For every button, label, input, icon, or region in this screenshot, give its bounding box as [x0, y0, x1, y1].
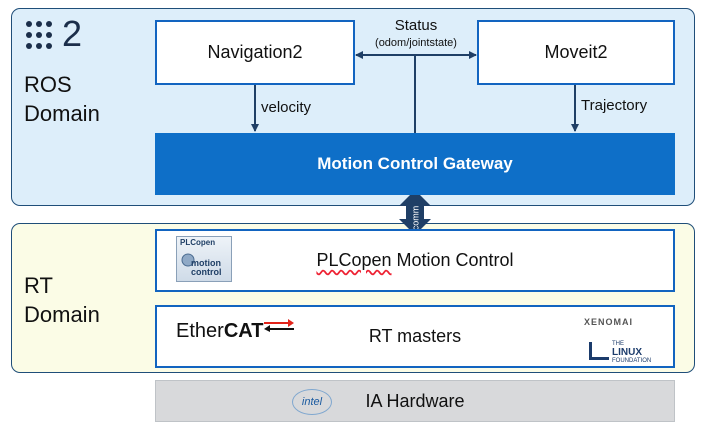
- rt-domain-label-line1: RT: [24, 273, 53, 298]
- xenomai-logo: XENOMAI: [584, 317, 634, 327]
- linux-foundation-name: LINUX: [612, 347, 642, 358]
- plcopen-node: PLCopen Motion Control: [155, 229, 675, 292]
- trajectory-label: Trajectory: [581, 97, 648, 114]
- navigation2-node: Navigation2: [155, 20, 355, 85]
- linux-foundation-word: FOUNDATION: [612, 358, 652, 364]
- rt-domain-label-line2: Domain: [24, 302, 100, 327]
- rt-domain-label: RT Domain: [24, 271, 100, 329]
- plcopen-label: PLCopen Motion Control: [316, 250, 514, 270]
- ros-domain-label-line1: ROS: [24, 72, 72, 97]
- plcopen-logo-bottom: motion control: [191, 259, 222, 277]
- plcopen-logo-motion: motion: [191, 258, 221, 268]
- plcopen-logo-control: control: [191, 267, 222, 277]
- ros2-logo-number: 2: [62, 13, 83, 54]
- moveit2-label: Moveit2: [544, 42, 608, 62]
- ethercat-logo-cat: CAT: [223, 320, 264, 342]
- plcopen-logo: PLCopen motion control: [176, 236, 232, 282]
- comm-label: comm: [404, 205, 426, 231]
- ia-hardware-node: intel IA Hardware: [155, 380, 675, 422]
- velocity-label: velocity: [261, 99, 312, 116]
- motion-control-gateway-node: Motion Control Gateway: [155, 133, 675, 195]
- linux-foundation-mark-icon: [589, 342, 609, 360]
- linux-foundation-the: THE: [612, 341, 624, 347]
- status-label: Status: [394, 17, 438, 34]
- plcopen-label-word: PLCopen: [316, 250, 392, 270]
- status-sub-label: (odom/jointstate): [375, 37, 457, 49]
- ros-domain-label: ROS Domain: [24, 70, 100, 128]
- navigation2-label: Navigation2: [207, 42, 303, 62]
- rt-masters-node: RT masters: [155, 305, 675, 368]
- plcopen-logo-top: PLCopen: [180, 238, 216, 247]
- plcopen-sphere-icon: [181, 253, 195, 267]
- comm-label-text: comm: [410, 205, 420, 231]
- comm-double-arrow: [399, 190, 431, 235]
- moveit2-node: Moveit2: [477, 20, 675, 85]
- rt-masters-label: RT masters: [368, 326, 462, 346]
- ethercat-logo: EtherCAT: [176, 320, 263, 343]
- linux-foundation-logo: THE LINUX FOUNDATION: [612, 341, 651, 365]
- ethercat-logo-ether: Ether: [176, 320, 224, 342]
- motion-control-gateway-label: Motion Control Gateway: [317, 154, 513, 173]
- intel-logo: intel: [292, 389, 332, 415]
- ethercat-arrows-icon: [264, 319, 294, 332]
- ros2-dots-icon: [26, 21, 52, 49]
- ia-hardware-label: IA Hardware: [365, 390, 465, 411]
- ros-domain-label-line2: Domain: [24, 101, 100, 126]
